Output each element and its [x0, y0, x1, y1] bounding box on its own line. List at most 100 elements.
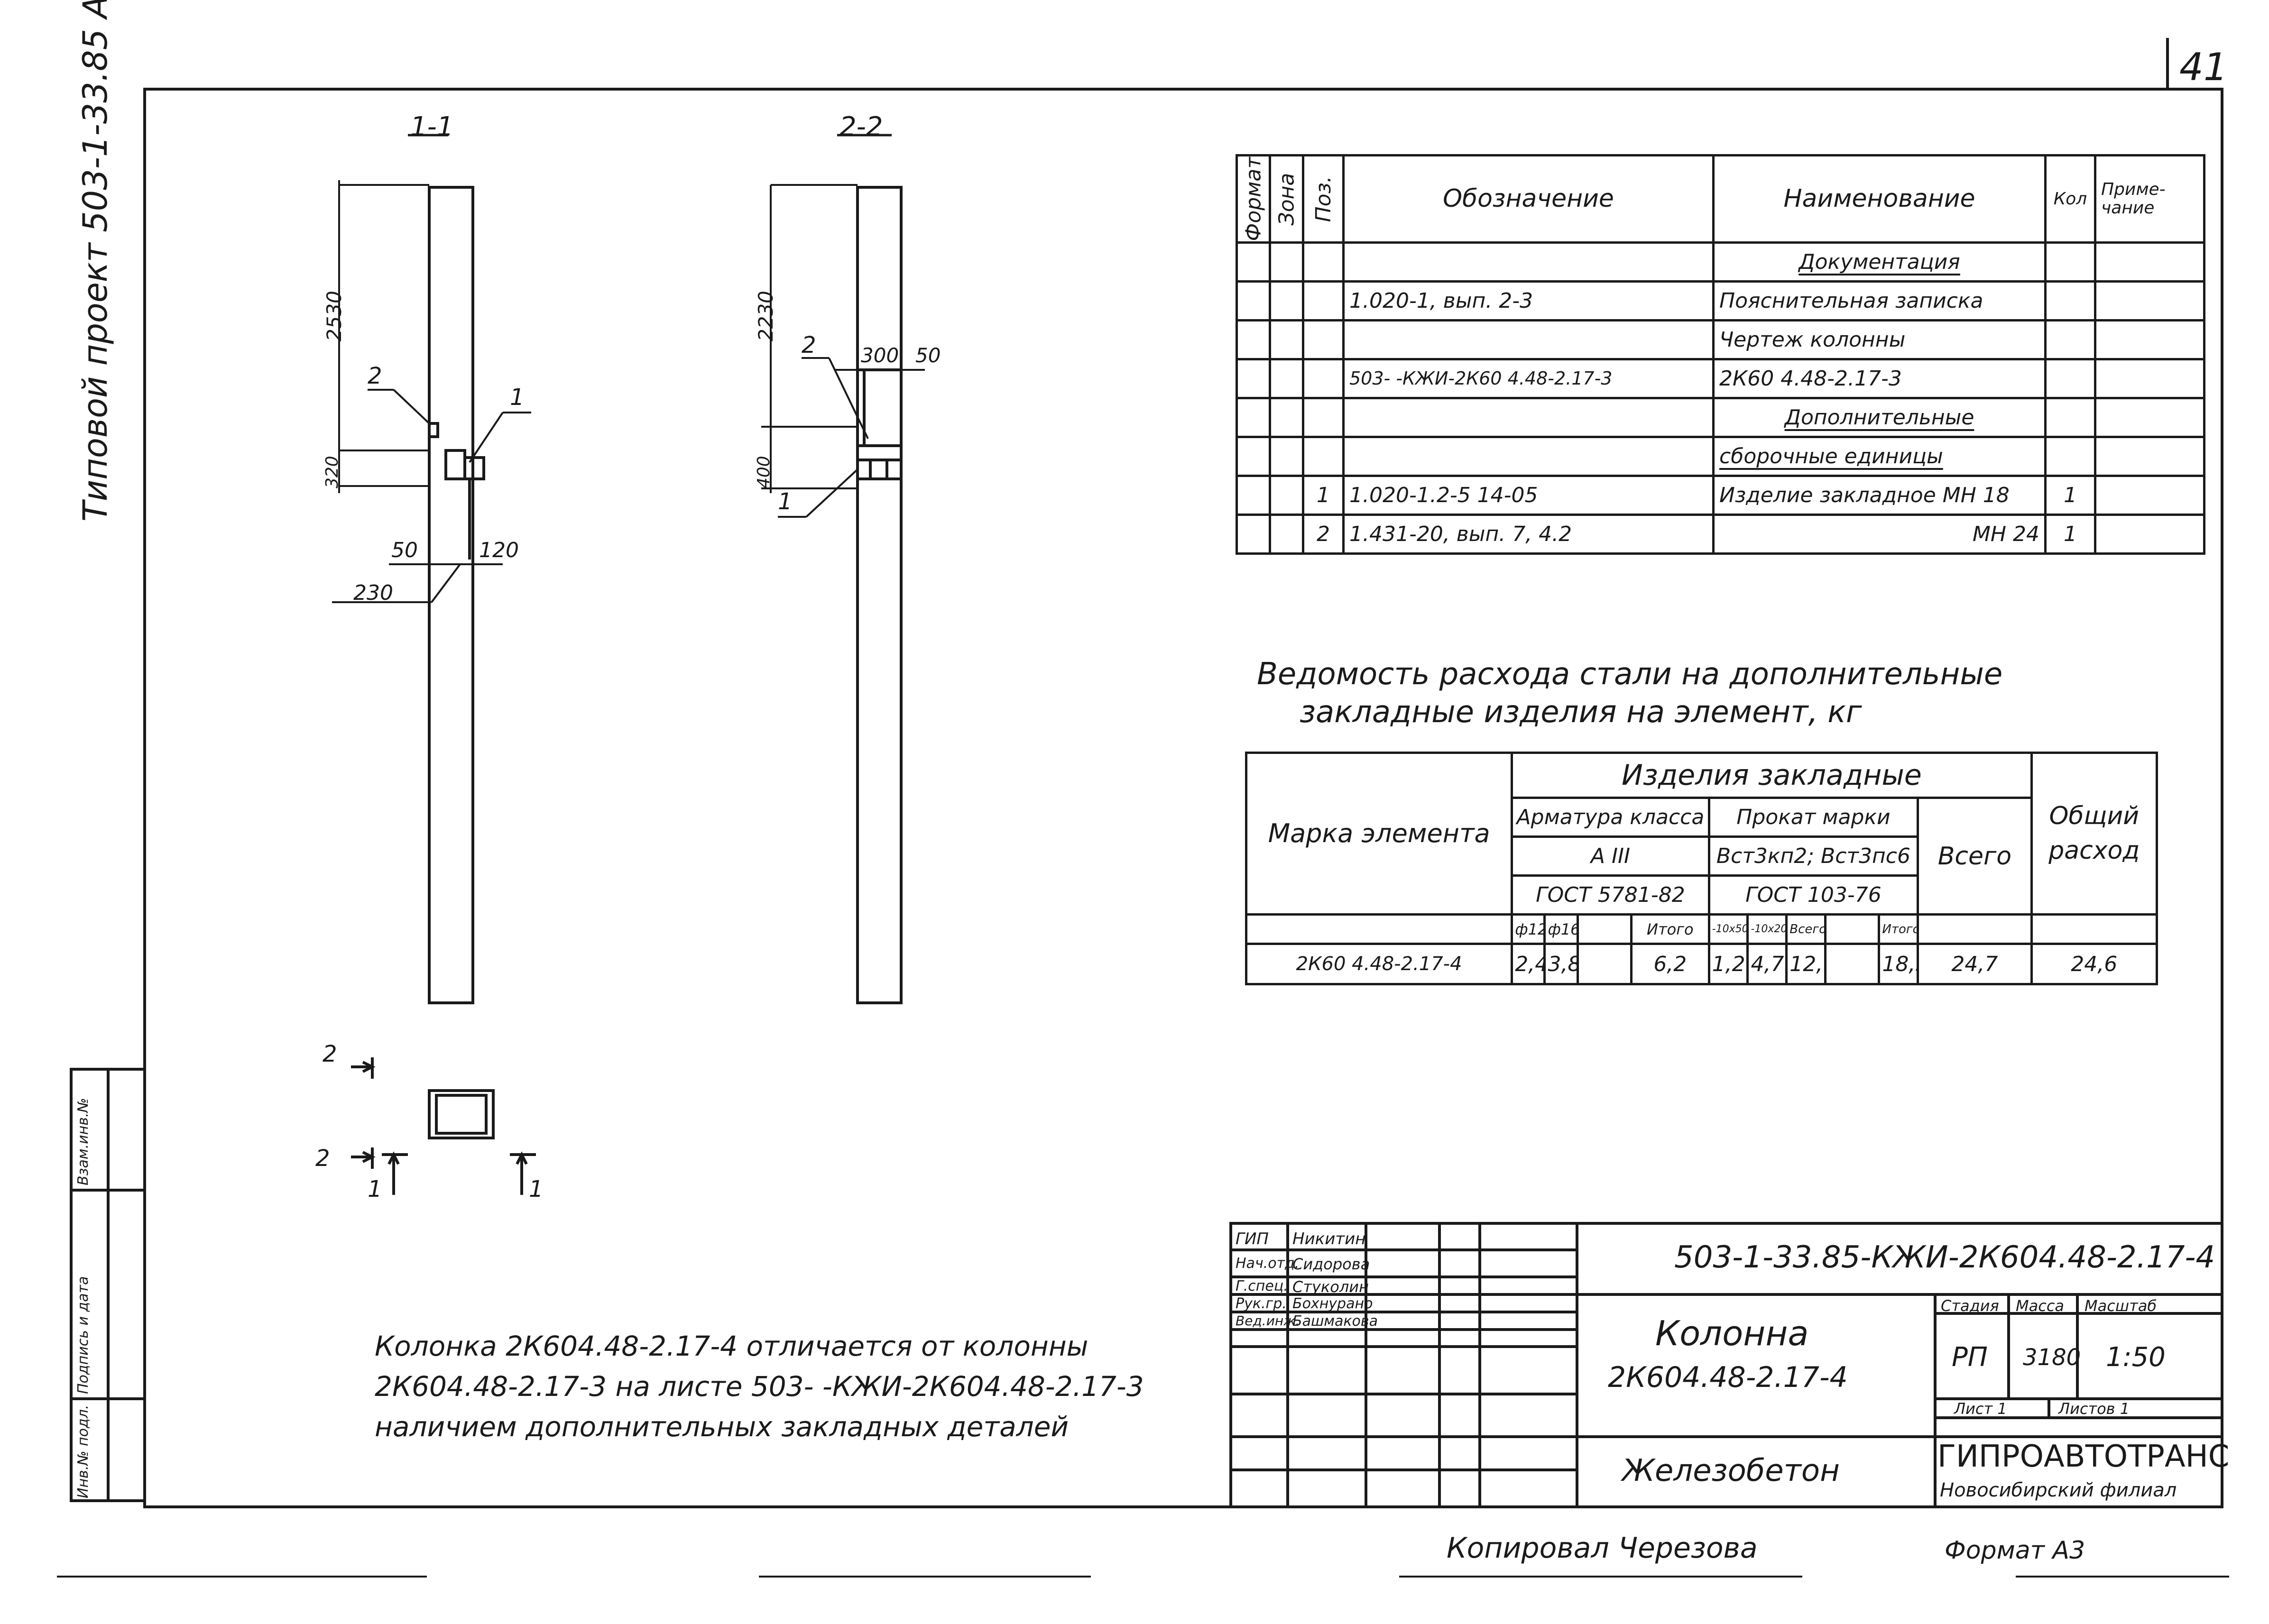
steel-row-total: 24,7 [1917, 943, 2033, 985]
steel-subcol: ф16 [1543, 913, 1579, 945]
spec-row-qty: 1 [2044, 513, 2096, 555]
tb-mass: 3180 [2023, 1344, 2081, 1371]
section-1-dim-w3: 230 [353, 581, 393, 605]
spec-header-note: Приме-чание [2094, 154, 2205, 244]
spec-row-qty: 1 [2044, 474, 2096, 516]
specification-table: Формат Зона Поз. Обозначение Наименовани… [1236, 154, 2205, 555]
sheet-format: Формат А3 [1945, 1536, 2085, 1565]
tb-mass-label: Масса [2016, 1297, 2065, 1315]
steel-rolled-header: Прокат марки [1707, 797, 1919, 838]
tb-name-0: Никитин [1292, 1229, 1366, 1248]
steel-heading-line2: закладные изделия на элемент, кг [1300, 695, 1862, 730]
table-row: Документация [1236, 241, 2205, 283]
spec-row-name: Изделие закладное МН 18 [1712, 474, 2047, 516]
steel-heading-line1: Ведомость расхода стали на дополнительны… [1257, 657, 2003, 692]
table-row: 503- -КЖИ-2К60 4.48-2.17-3 2К60 4.48-2.1… [1236, 358, 2205, 399]
steel-total-header: Всего [1917, 797, 2033, 916]
cut-mark-1-right: 1 [529, 1176, 544, 1202]
tb-material: Железобетон [1622, 1453, 1840, 1488]
note-line1: Колонка 2К604.48-2.17-4 отличается от ко… [375, 1330, 1088, 1362]
tb-organization: ГИПРОАВТОТРАНС [1937, 1439, 2230, 1474]
steel-subcol: -10х200 [1746, 913, 1788, 945]
section-1-dim-mid: 320 [323, 456, 342, 488]
tb-role-0: ГИП [1236, 1229, 1269, 1248]
table-row: сборочные единицы [1236, 435, 2205, 477]
steel-rebar-class: Арматура класса [1511, 797, 1710, 838]
spec-header-format: Формат [1236, 155, 1270, 243]
section-2-dim-a: 300 [861, 344, 899, 367]
tb-role-3: Рук.гр. [1236, 1295, 1287, 1312]
page-number: 41 [2179, 45, 2228, 89]
tb-sheets: Листов 1 [2058, 1400, 2130, 1418]
steel-row-value: 1,2 [1707, 943, 1749, 985]
tb-title-line2: 2К604.48-2.17-4 [1608, 1361, 1848, 1394]
steel-row-overall: 24,6 [2030, 943, 2158, 985]
spec-header-name: Наименование [1712, 154, 2047, 244]
spec-header-zone: Зона [1270, 155, 1303, 243]
section-1-dim-top: 2530 [323, 291, 346, 341]
section-2-dim-mid: 400 [754, 456, 774, 488]
table-row: 2К60 4.48-2.17-4 2,4 3,8 6,2 1,2 4,7 12,… [1245, 943, 2158, 985]
steel-mark-header: Марка элемента [1245, 752, 1513, 916]
tb-name-1: Сидорова [1292, 1255, 1370, 1273]
spec-row-name: Чертеж колонны [1712, 319, 2047, 360]
sheet-frame [143, 88, 2223, 1508]
note-line2: 2К604.48-2.17-3 на листе 503- -КЖИ-2К604… [375, 1370, 1144, 1403]
steel-row-value: 2,4 [1511, 943, 1546, 985]
steel-consumption-table: Марка элемента Изделия закладные Общий р… [1245, 752, 2158, 985]
steel-subcol: Всего [1785, 913, 1827, 945]
plan-view [428, 1089, 495, 1139]
steel-rebar-gost: ГОСТ 5781-82 [1511, 874, 1710, 916]
spec-row-designation: 1.020-1, вып. 2-3 [1342, 280, 1715, 321]
spec-row-name: МН 24 [1712, 513, 2047, 555]
project-side-title: Типовой проект 503-1-33.85 Альбом IV [76, 0, 115, 522]
spec-row-name: Пояснительная записка [1712, 280, 2047, 321]
tb-branch: Новосибирский филиал [1940, 1479, 2177, 1501]
steel-rolled-gost: ГОСТ 103-76 [1707, 874, 1919, 916]
section-2-lead-2: 2 [802, 332, 816, 358]
tb-sheet: Лист 1 [1954, 1400, 2007, 1418]
section-2-dim-top: 2230 [754, 291, 777, 341]
section-1-dim-w2: 120 [479, 538, 519, 562]
spec-header-pos: Поз. [1303, 155, 1344, 243]
side-stamp-inv: Инв.№ подл. [75, 1404, 92, 1498]
steel-row-mark: 2К60 4.48-2.17-4 [1245, 943, 1513, 985]
steel-rebar-grade: А III [1511, 835, 1710, 877]
steel-subcol: Итого [1878, 913, 1919, 945]
table-row: 1.020-1, вып. 2-3 Пояснительная записка [1236, 280, 2205, 321]
steel-row-value: 18,5 [1878, 943, 1919, 985]
side-stamp-sign: Подпись и дата [75, 1276, 92, 1395]
spec-header-qty: Кол [2044, 154, 2096, 244]
steel-subcol: Итого [1630, 913, 1710, 945]
column-section-2 [856, 186, 903, 1004]
spec-row-designation: 503- -КЖИ-2К60 4.48-2.17-3 [1342, 358, 1715, 399]
table-row: 1 1.020-1.2-5 14-05 Изделие закладное МН… [1236, 474, 2205, 516]
tb-stage-label: Стадия [1941, 1297, 1999, 1315]
spec-row-name: Дополнительные [1784, 405, 1974, 430]
table-row: Чертеж колонны [1236, 319, 2205, 360]
section-2-title: 2-2 [839, 111, 883, 142]
tb-stage: РП [1952, 1342, 1988, 1373]
section-2-lead-1: 1 [778, 488, 793, 515]
tb-name-4: Башмакова [1292, 1313, 1378, 1330]
title-block [1229, 1222, 2223, 1508]
steel-row-value: 6,2 [1630, 943, 1710, 985]
tb-title-line1: Колонна [1655, 1313, 1809, 1353]
cut-mark-2-bottom: 2 [315, 1145, 330, 1172]
section-1-dim-w1: 50 [391, 538, 418, 562]
tb-role-2: Г.спец. [1236, 1278, 1288, 1294]
steel-overall-header: Общий расход [2030, 752, 2158, 916]
steel-subcol: ф12 [1511, 913, 1546, 945]
section-2-dim-b: 50 [915, 344, 941, 367]
steel-row-value: 12,6 [1785, 943, 1827, 985]
spec-row-designation: 1.431-20, вып. 7, 4.2 [1342, 513, 1715, 555]
spec-row-designation: 1.020-1.2-5 14-05 [1342, 474, 1715, 516]
copied-by: Копировал Черезова [1447, 1532, 1758, 1565]
note-line3: наличием дополнительных закладных детале… [375, 1411, 1069, 1443]
spec-row-name: сборочные единицы [1719, 444, 1943, 468]
cut-mark-2-top: 2 [323, 1041, 337, 1067]
cut-mark-1-left: 1 [368, 1176, 382, 1202]
section-1-lead-1: 1 [510, 384, 525, 411]
side-stamp-replace: Взам.инв.№ [75, 1098, 92, 1185]
